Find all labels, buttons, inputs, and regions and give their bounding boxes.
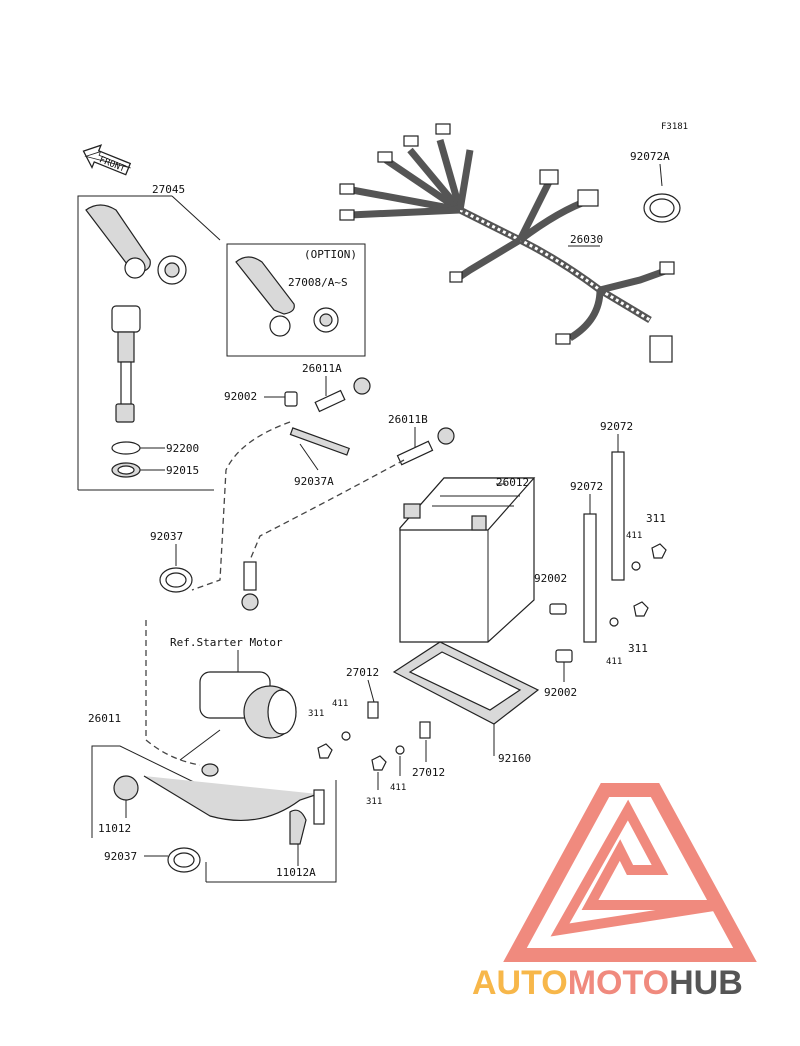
label-27012b: 27012: [412, 766, 445, 779]
option-frame: [226, 243, 366, 357]
switch-wire-icon: [120, 361, 132, 407]
label-11012: 11012: [98, 822, 131, 835]
label-26011: 26011: [88, 712, 121, 725]
battery-terminal-icon: [403, 503, 421, 519]
terminal-cap-icon: [353, 377, 371, 395]
label-92037: 92037: [150, 530, 183, 543]
leader-27045: [171, 195, 221, 241]
label-92072a: 92072A: [630, 150, 670, 163]
label-27008: 27008/A~S: [288, 276, 348, 289]
cable-26011a: 92002 26011A 92037A 26011B: [145, 362, 455, 766]
washer-small-icon: [631, 561, 641, 571]
label-27045: 27045: [152, 183, 185, 196]
harness-main-connector-icon: [649, 335, 673, 363]
label-92037a: 92037A: [294, 475, 334, 488]
watermark-auto: AUTO: [472, 964, 568, 1002]
watermark-triangle-inner: [550, 799, 721, 937]
watermark-hub: HUB: [669, 964, 743, 1002]
bracket-icon: [367, 701, 379, 719]
label-27012a: 27012: [346, 666, 379, 679]
battery-tray: 92160: [392, 641, 540, 765]
option-key-ring-icon: [269, 315, 291, 337]
ref-starter-label: Ref.Starter Motor: [170, 636, 283, 649]
bolt-icon: [284, 391, 298, 407]
option-label: (OPTION): [304, 248, 357, 261]
label-26012: 26012: [496, 476, 529, 489]
watermark-text: AUTOMOTOHUB: [472, 964, 743, 1002]
battery: 26012: [399, 476, 536, 643]
label-311b: 311: [628, 642, 648, 655]
option-key-fob-icon: [235, 256, 295, 315]
wire-harness: 26030: [339, 123, 675, 363]
watermark-triangle-outer: [503, 783, 757, 962]
label-11012a: 11012A: [276, 866, 316, 879]
figure-id: F3181: [661, 122, 688, 132]
clamp-92072a: 92072A: [630, 150, 681, 223]
washer-icon: [111, 441, 141, 455]
cable-26011-group: 26011 11012 11012A 92037: [88, 712, 337, 883]
option-box: (OPTION) 27008/A~S: [226, 243, 366, 357]
label-92015: 92015: [166, 464, 199, 477]
nut-icon: [651, 543, 667, 559]
label-411a: 411: [626, 531, 642, 541]
label-26011a: 26011A: [302, 362, 342, 375]
label-26030: 26030: [570, 233, 603, 246]
ignition-group: 27045 92200 92015: [77, 183, 221, 491]
label-311c: 311: [308, 709, 324, 719]
strap-92037a-icon: [289, 427, 350, 456]
label-92037b: 92037: [104, 850, 137, 863]
terminal-cover-icon: [113, 775, 139, 801]
label-92072b: 92072: [570, 480, 603, 493]
label-411d: 411: [390, 783, 406, 793]
cable-route-dash: [191, 421, 291, 591]
label-411c: 411: [332, 699, 348, 709]
label-92002a: 92002: [224, 390, 257, 403]
group-bracket: [77, 195, 172, 490]
cable-icon: [143, 775, 319, 822]
key-ring-icon: [124, 257, 146, 279]
harness-connector-icon: [435, 123, 451, 135]
boot-icon: [289, 809, 307, 845]
switch-body-icon: [111, 305, 141, 333]
band-92037: 92037: [150, 530, 193, 593]
watermark-moto: MOTO: [568, 964, 669, 1002]
label-411b: 411: [606, 657, 622, 667]
starter-motor: Ref.Starter Motor 27012 411 311: [170, 636, 379, 777]
switch-connector-icon: [115, 403, 135, 423]
strap-icon: [611, 451, 625, 581]
label-26011b: 26011B: [388, 413, 428, 426]
label-92002c: 92002: [544, 686, 577, 699]
label-311a: 311: [646, 512, 666, 525]
label-92002b: 92002: [534, 572, 567, 585]
label-92200: 92200: [166, 442, 199, 455]
label-92072: 92072: [600, 420, 633, 433]
front-arrow-icon: FRONT: [82, 144, 132, 176]
watermark: AUTOMOTOHUB: [472, 783, 757, 1002]
straps-92072: 92072 92072 311 411 92002 411 311 92002: [534, 420, 667, 699]
label-92160: 92160: [498, 752, 531, 765]
lower-fasteners: 27012 311 411: [366, 721, 445, 807]
label-311d: 311: [366, 797, 382, 807]
